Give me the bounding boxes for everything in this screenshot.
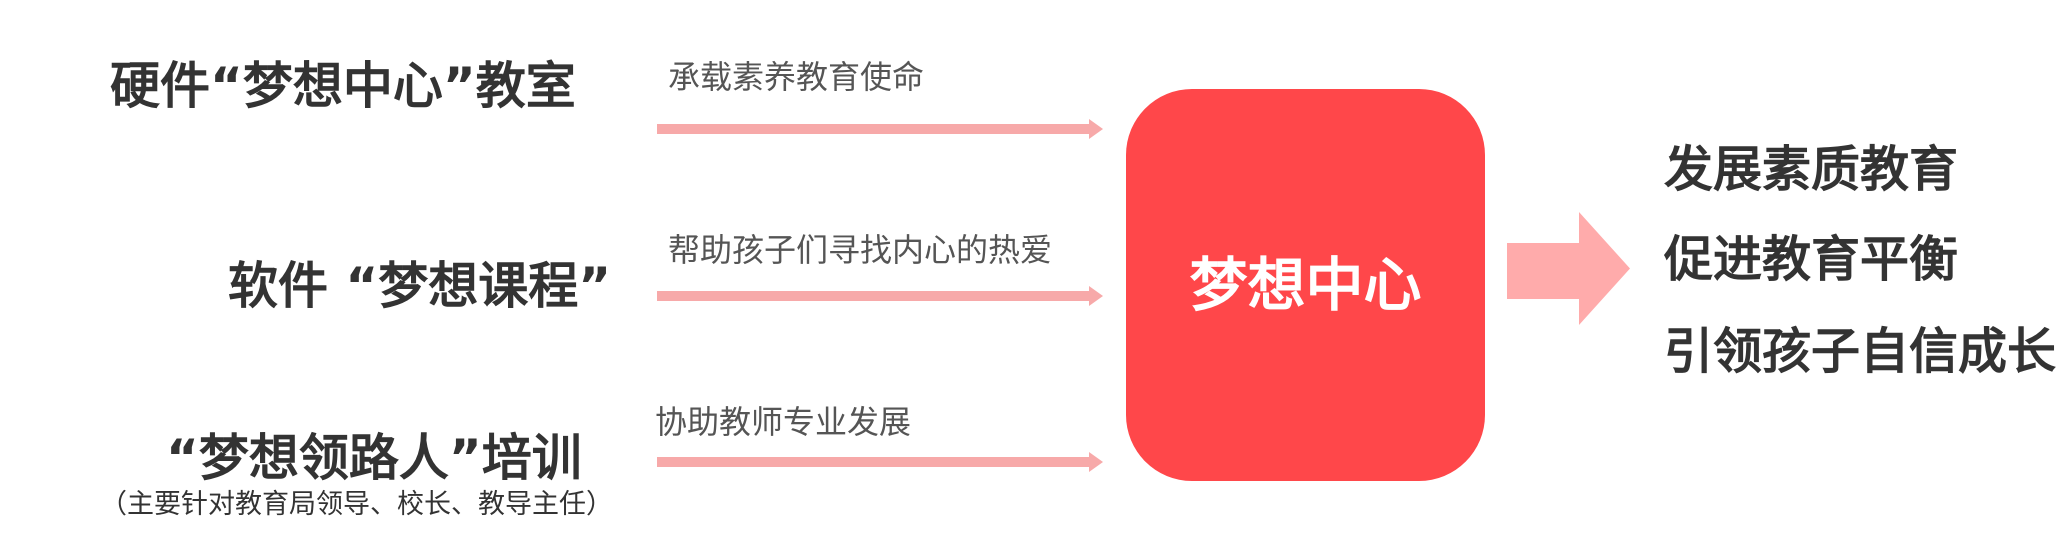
center-label: 梦想中心	[1189, 251, 1422, 319]
big-right-arrow-icon	[1507, 212, 1630, 325]
arrow-shaft	[657, 457, 1089, 467]
arrow-head-icon	[1089, 119, 1103, 139]
arrow-label-hardware: 承载素养教育使命	[668, 58, 925, 96]
arrow-head-icon	[1089, 452, 1103, 472]
input-hardware-title: 硬件“梦想中心”教室	[110, 57, 576, 115]
arrow-label-training: 协助教师专业发展	[655, 403, 912, 441]
input-software-title: 软件 “梦想课程”	[228, 257, 612, 315]
arrow-software-to-center	[657, 286, 1103, 306]
arrow-hardware-to-center	[657, 119, 1103, 139]
arrow-training-to-center	[657, 452, 1103, 472]
input-training-note: （主要针对教育局领导、校长、教导主任）	[100, 489, 613, 520]
outcome-item: 引领孩子自信成长	[1664, 323, 2057, 380]
arrow-shaft	[657, 291, 1089, 301]
center-box: 梦想中心	[1126, 89, 1485, 481]
arrow-head-icon	[1089, 286, 1103, 306]
outcome-item: 发展素质教育	[1664, 141, 1959, 198]
outcome-item: 促进教育平衡	[1664, 231, 1959, 288]
arrow-shaft	[657, 124, 1089, 134]
input-training-title: “梦想领路人”培训	[166, 429, 582, 487]
big-arrow-shape	[1507, 212, 1630, 325]
arrow-label-software: 帮助孩子们寻找内心的热爱	[668, 231, 1053, 269]
